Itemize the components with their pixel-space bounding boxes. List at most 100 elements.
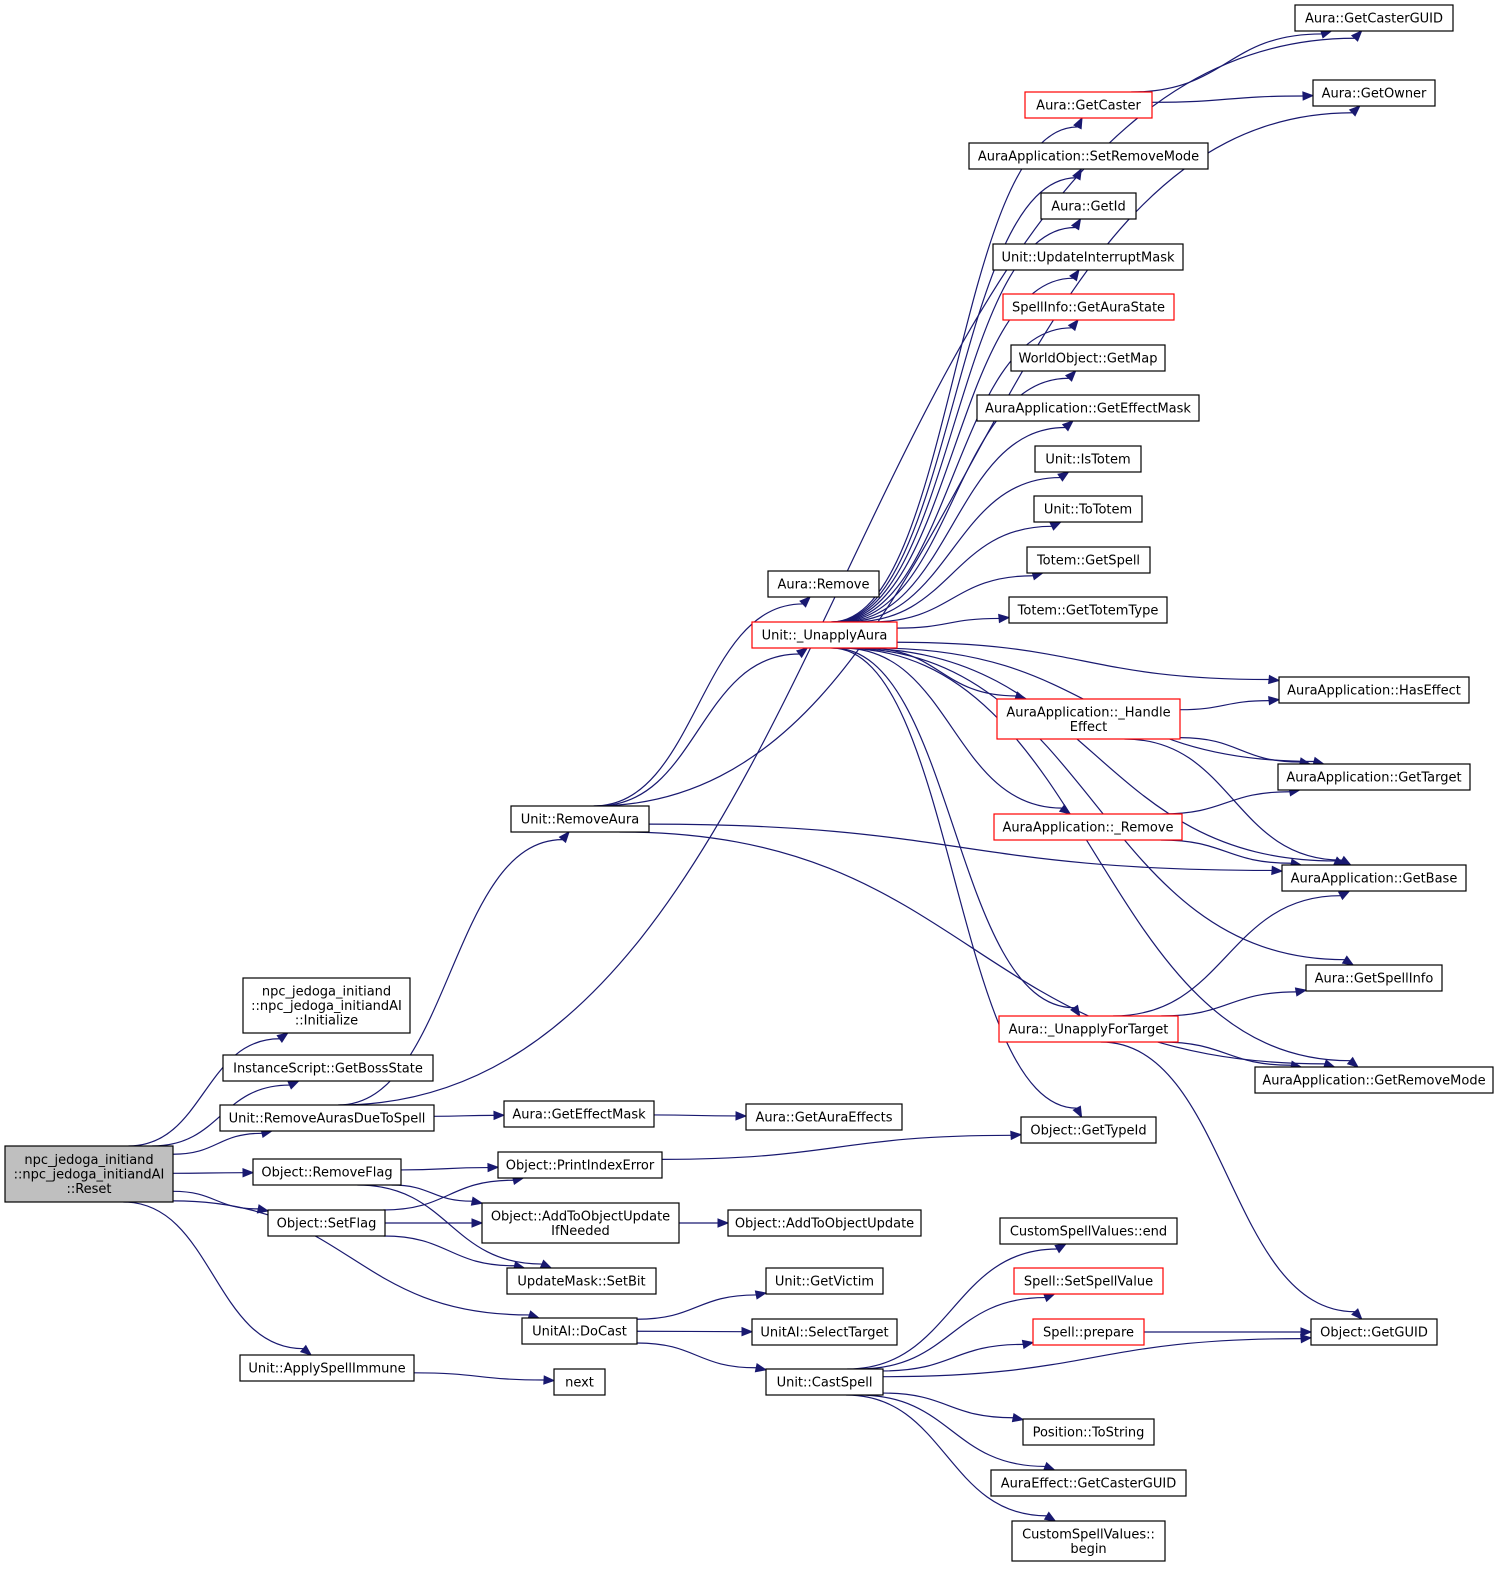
node-getaurastate[interactable]: SpellInfo::GetAuraState bbox=[1002, 293, 1175, 321]
node-box-getowner[interactable] bbox=[1312, 79, 1436, 107]
node-setflag[interactable]: Object::SetFlag bbox=[267, 1209, 386, 1237]
node-box-unapplyfortarget[interactable] bbox=[998, 1015, 1179, 1043]
node-haseffect[interactable]: AuraApplication::HasEffect bbox=[1278, 676, 1470, 704]
node-applyspellimmune[interactable]: Unit::ApplySpellImmune bbox=[239, 1354, 415, 1382]
node-box-tototem[interactable] bbox=[1033, 495, 1143, 523]
node-getremovemode[interactable]: AuraApplication::GetRemoveMode bbox=[1254, 1066, 1494, 1094]
node-box-setspellvalue[interactable] bbox=[1013, 1267, 1164, 1295]
node-auraremove[interactable]: Aura::Remove bbox=[767, 570, 880, 598]
node-box-aa_remove[interactable] bbox=[993, 813, 1183, 841]
node-aa_geteffectmask[interactable]: AuraApplication::GetEffectMask bbox=[976, 394, 1200, 422]
node-box-tostring[interactable] bbox=[1022, 1418, 1155, 1446]
node-box-removeflag[interactable] bbox=[252, 1158, 402, 1186]
node-box-docast[interactable] bbox=[521, 1317, 638, 1345]
node-box-addtoobjectupdateifneeded[interactable] bbox=[481, 1202, 680, 1244]
node-box-getbossstate[interactable] bbox=[222, 1054, 434, 1082]
node-setremovemode[interactable]: AuraApplication::SetRemoveMode bbox=[968, 142, 1209, 170]
node-box-applyspellimmune[interactable] bbox=[239, 1354, 415, 1382]
node-box-setflag[interactable] bbox=[267, 1209, 386, 1237]
node-box-getremovemode[interactable] bbox=[1254, 1066, 1494, 1094]
node-printindexerror[interactable]: Object::PrintIndexError bbox=[497, 1151, 663, 1179]
node-updateinterruptmask[interactable]: Unit::UpdateInterruptMask bbox=[992, 243, 1184, 271]
node-box-getvictim[interactable] bbox=[765, 1267, 884, 1295]
node-selecttarget[interactable]: UnitAI::SelectTarget bbox=[751, 1318, 898, 1346]
node-box-totemgetspell[interactable] bbox=[1026, 546, 1151, 574]
node-box-auraremove[interactable] bbox=[767, 570, 880, 598]
node-getauraeffects[interactable]: Aura::GetAuraEffects bbox=[745, 1103, 903, 1131]
node-box-getspellinfo[interactable] bbox=[1305, 964, 1443, 992]
node-box-aa_geteffectmask[interactable] bbox=[976, 394, 1200, 422]
node-getid[interactable]: Aura::GetId bbox=[1040, 192, 1137, 220]
node-unapplyfortarget[interactable]: Aura::_UnapplyForTarget bbox=[998, 1015, 1179, 1043]
node-box-gettotemtype[interactable] bbox=[1008, 596, 1168, 624]
node-box-handleeffect[interactable] bbox=[996, 698, 1181, 740]
node-setspellvalue[interactable]: Spell::SetSpellValue bbox=[1013, 1267, 1164, 1295]
node-aa_remove[interactable]: AuraApplication::_Remove bbox=[993, 813, 1183, 841]
node-totemgetspell[interactable]: Totem::GetSpell bbox=[1026, 546, 1151, 574]
node-geteffectmask[interactable]: Aura::GetEffectMask bbox=[503, 1100, 655, 1128]
node-box-haseffect[interactable] bbox=[1278, 676, 1470, 704]
node-box-gettarget[interactable] bbox=[1277, 763, 1471, 791]
node-box-getbase[interactable] bbox=[1281, 864, 1467, 892]
node-tototem[interactable]: Unit::ToTotem bbox=[1033, 495, 1143, 523]
node-getmap[interactable]: WorldObject::GetMap bbox=[1010, 344, 1166, 372]
node-box-setremovemode[interactable] bbox=[968, 142, 1209, 170]
node-box-setbit[interactable] bbox=[506, 1267, 657, 1295]
node-getguid[interactable]: Object::GetGUID bbox=[1310, 1318, 1438, 1346]
node-box-getcaster[interactable] bbox=[1024, 91, 1153, 119]
node-box-initialize[interactable] bbox=[242, 977, 411, 1034]
node-csv_begin[interactable]: CustomSpellValues::begin bbox=[1011, 1520, 1166, 1562]
node-initialize[interactable]: npc_jedoga_initiand::npc_jedoga_initiand… bbox=[242, 977, 411, 1034]
node-tostring[interactable]: Position::ToString bbox=[1022, 1418, 1155, 1446]
node-box-getcasterguid[interactable] bbox=[1294, 4, 1454, 32]
node-getvictim[interactable]: Unit::GetVictim bbox=[765, 1267, 884, 1295]
node-box-geteffectmask[interactable] bbox=[503, 1100, 655, 1128]
node-gettypeid[interactable]: Object::GetTypeId bbox=[1020, 1116, 1157, 1144]
node-box-csv_begin[interactable] bbox=[1011, 1520, 1166, 1562]
node-box-selecttarget[interactable] bbox=[751, 1318, 898, 1346]
node-box-unapplyaura[interactable] bbox=[751, 621, 898, 649]
node-box-printindexerror[interactable] bbox=[497, 1151, 663, 1179]
node-getspellinfo[interactable]: Aura::GetSpellInfo bbox=[1305, 964, 1443, 992]
node-castspell[interactable]: Unit::CastSpell bbox=[765, 1368, 884, 1396]
node-getcasterguid[interactable]: Aura::GetCasterGUID bbox=[1294, 4, 1454, 32]
node-removeaura[interactable]: Unit::RemoveAura bbox=[510, 805, 650, 833]
node-csv_end[interactable]: CustomSpellValues::end bbox=[999, 1217, 1178, 1245]
node-removeaurasduetospell[interactable]: Unit::RemoveAurasDueToSpell bbox=[219, 1104, 435, 1132]
node-box-removeaura[interactable] bbox=[510, 805, 650, 833]
node-box-removeaurasduetospell[interactable] bbox=[219, 1104, 435, 1132]
node-box-csv_end[interactable] bbox=[999, 1217, 1178, 1245]
node-getowner[interactable]: Aura::GetOwner bbox=[1312, 79, 1436, 107]
node-getbossstate[interactable]: InstanceScript::GetBossState bbox=[222, 1054, 434, 1082]
node-setbit[interactable]: UpdateMask::SetBit bbox=[506, 1267, 657, 1295]
node-box-addtoobjectupdate[interactable] bbox=[727, 1209, 922, 1237]
node-box-castspell[interactable] bbox=[765, 1368, 884, 1396]
node-box-updateinterruptmask[interactable] bbox=[992, 243, 1184, 271]
node-removeflag[interactable]: Object::RemoveFlag bbox=[252, 1158, 402, 1186]
node-box-reset[interactable] bbox=[4, 1145, 174, 1203]
node-box-prepare[interactable] bbox=[1032, 1318, 1145, 1346]
node-docast[interactable]: UnitAI::DoCast bbox=[521, 1317, 638, 1345]
node-box-istotem[interactable] bbox=[1034, 445, 1142, 473]
node-reset[interactable]: npc_jedoga_initiand::npc_jedoga_initiand… bbox=[4, 1145, 174, 1203]
node-box-next[interactable] bbox=[553, 1368, 606, 1396]
node-box-ae_getcasterguid[interactable] bbox=[990, 1469, 1187, 1497]
node-box-getauraeffects[interactable] bbox=[745, 1103, 903, 1131]
node-ae_getcasterguid[interactable]: AuraEffect::GetCasterGUID bbox=[990, 1469, 1187, 1497]
node-addtoobjectupdate[interactable]: Object::AddToObjectUpdate bbox=[727, 1209, 922, 1237]
node-gettarget[interactable]: AuraApplication::GetTarget bbox=[1277, 763, 1471, 791]
node-next[interactable]: next bbox=[553, 1368, 606, 1396]
node-box-getguid[interactable] bbox=[1310, 1318, 1438, 1346]
node-box-getmap[interactable] bbox=[1010, 344, 1166, 372]
node-istotem[interactable]: Unit::IsTotem bbox=[1034, 445, 1142, 473]
node-prepare[interactable]: Spell::prepare bbox=[1032, 1318, 1145, 1346]
node-unapplyaura[interactable]: Unit::_UnapplyAura bbox=[751, 621, 898, 649]
node-box-getaurastate[interactable] bbox=[1002, 293, 1175, 321]
node-getbase[interactable]: AuraApplication::GetBase bbox=[1281, 864, 1467, 892]
node-box-gettypeid[interactable] bbox=[1020, 1116, 1157, 1144]
node-getcaster[interactable]: Aura::GetCaster bbox=[1024, 91, 1153, 119]
node-gettotemtype[interactable]: Totem::GetTotemType bbox=[1008, 596, 1168, 624]
node-box-getid[interactable] bbox=[1040, 192, 1137, 220]
